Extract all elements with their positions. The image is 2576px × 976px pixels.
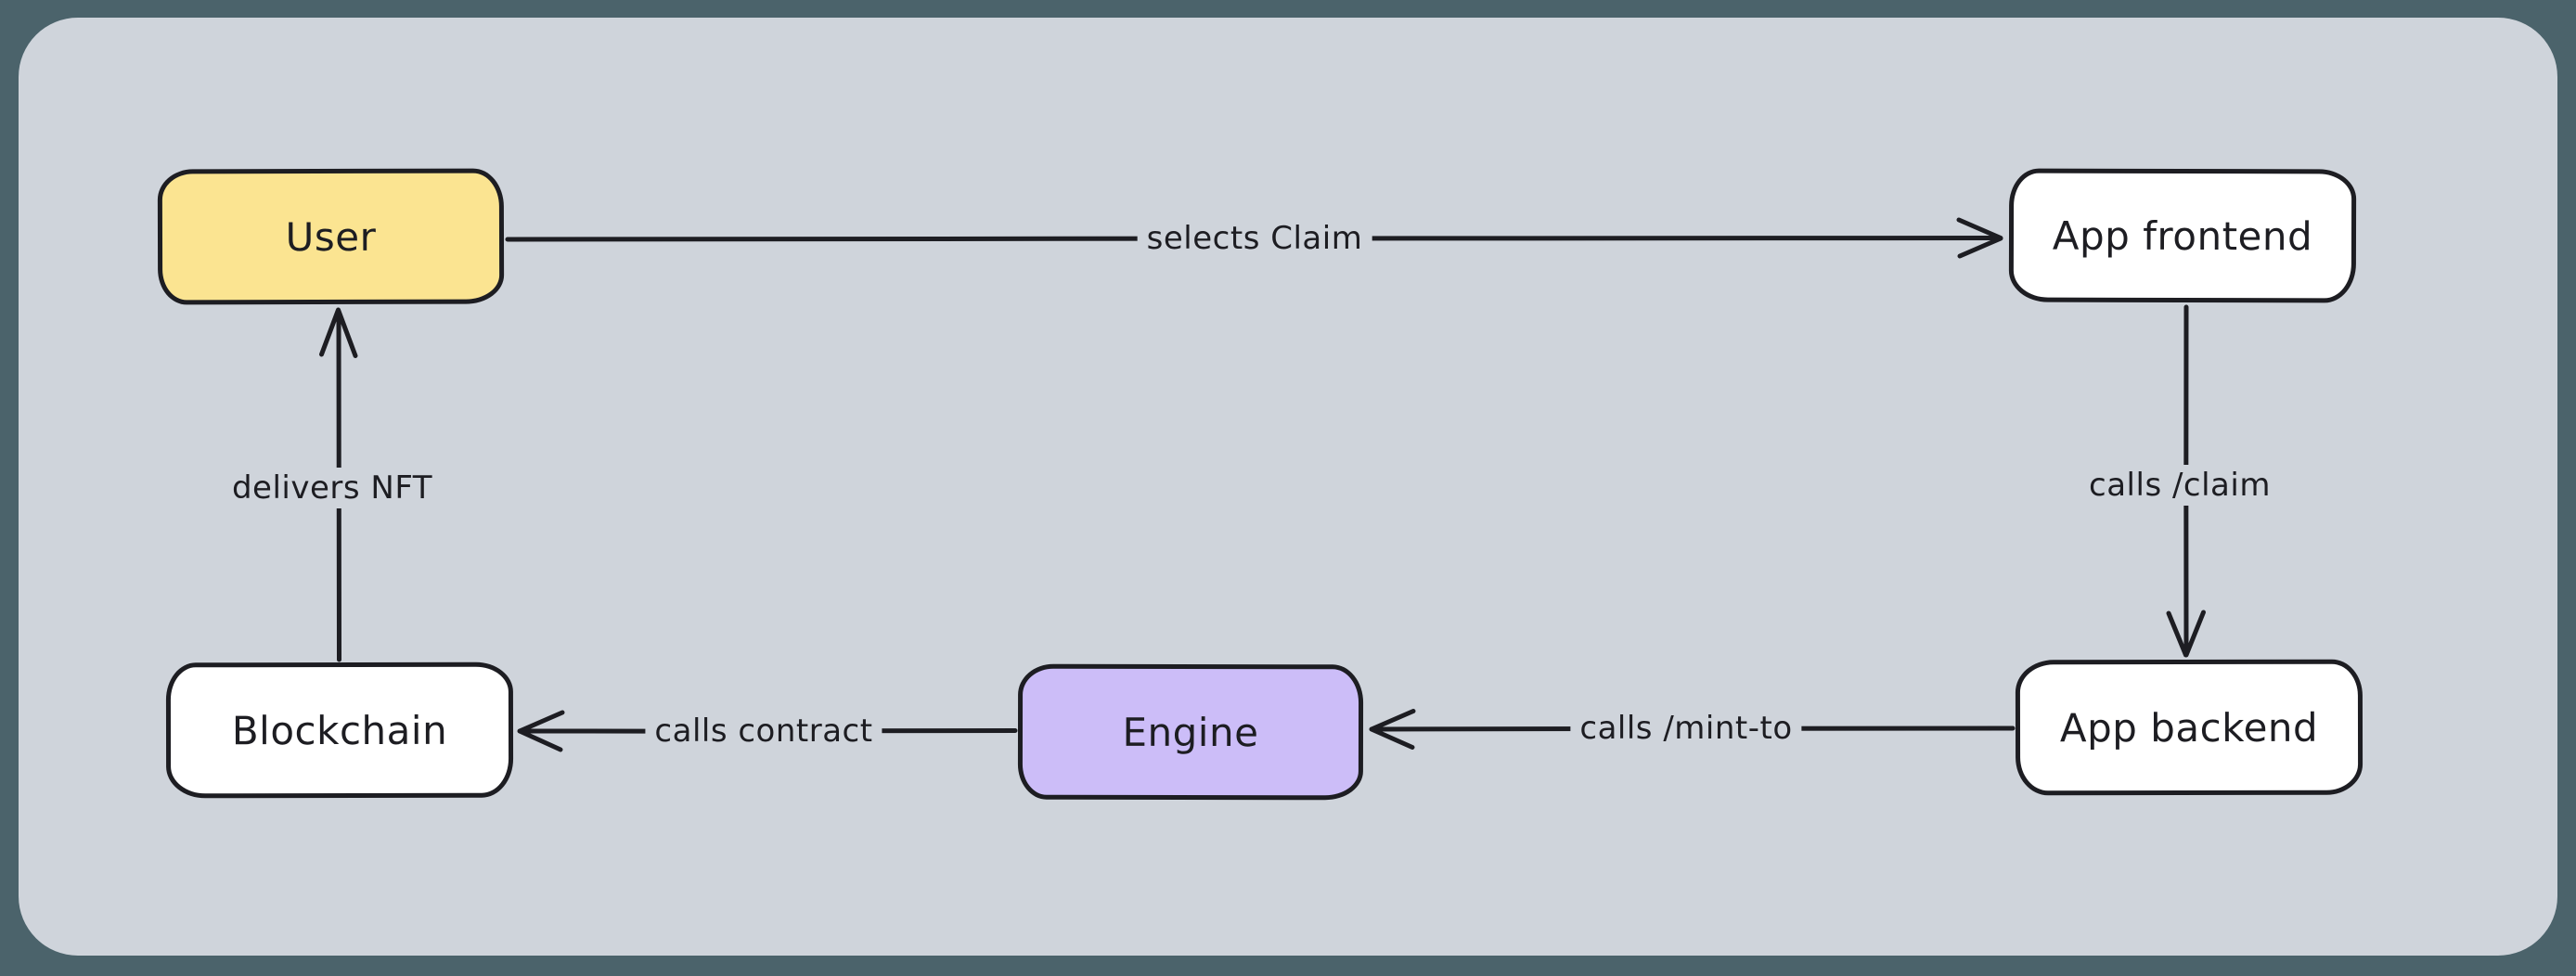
edge-label-calls-mint-to: calls /mint-to	[1570, 708, 1802, 749]
node-engine: Engine	[1017, 663, 1364, 801]
node-label: Engine	[1122, 709, 1259, 755]
node-user: User	[157, 168, 505, 305]
node-label: App backend	[2059, 704, 2319, 751]
node-app-frontend: App frontend	[2008, 168, 2357, 303]
node-label: User	[285, 213, 377, 260]
edge-label-delivers-nft: delivers NFT	[222, 468, 443, 508]
node-label: App frontend	[2052, 212, 2313, 259]
edge-label-selects-claim: selects Claim	[1137, 218, 1372, 259]
node-label: Blockchain	[231, 707, 448, 753]
edge-label-calls-claim: calls /claim	[2080, 465, 2280, 506]
node-blockchain: Blockchain	[165, 661, 514, 799]
edge-label-calls-contract: calls contract	[645, 711, 882, 751]
node-app-backend: App backend	[2015, 659, 2363, 796]
